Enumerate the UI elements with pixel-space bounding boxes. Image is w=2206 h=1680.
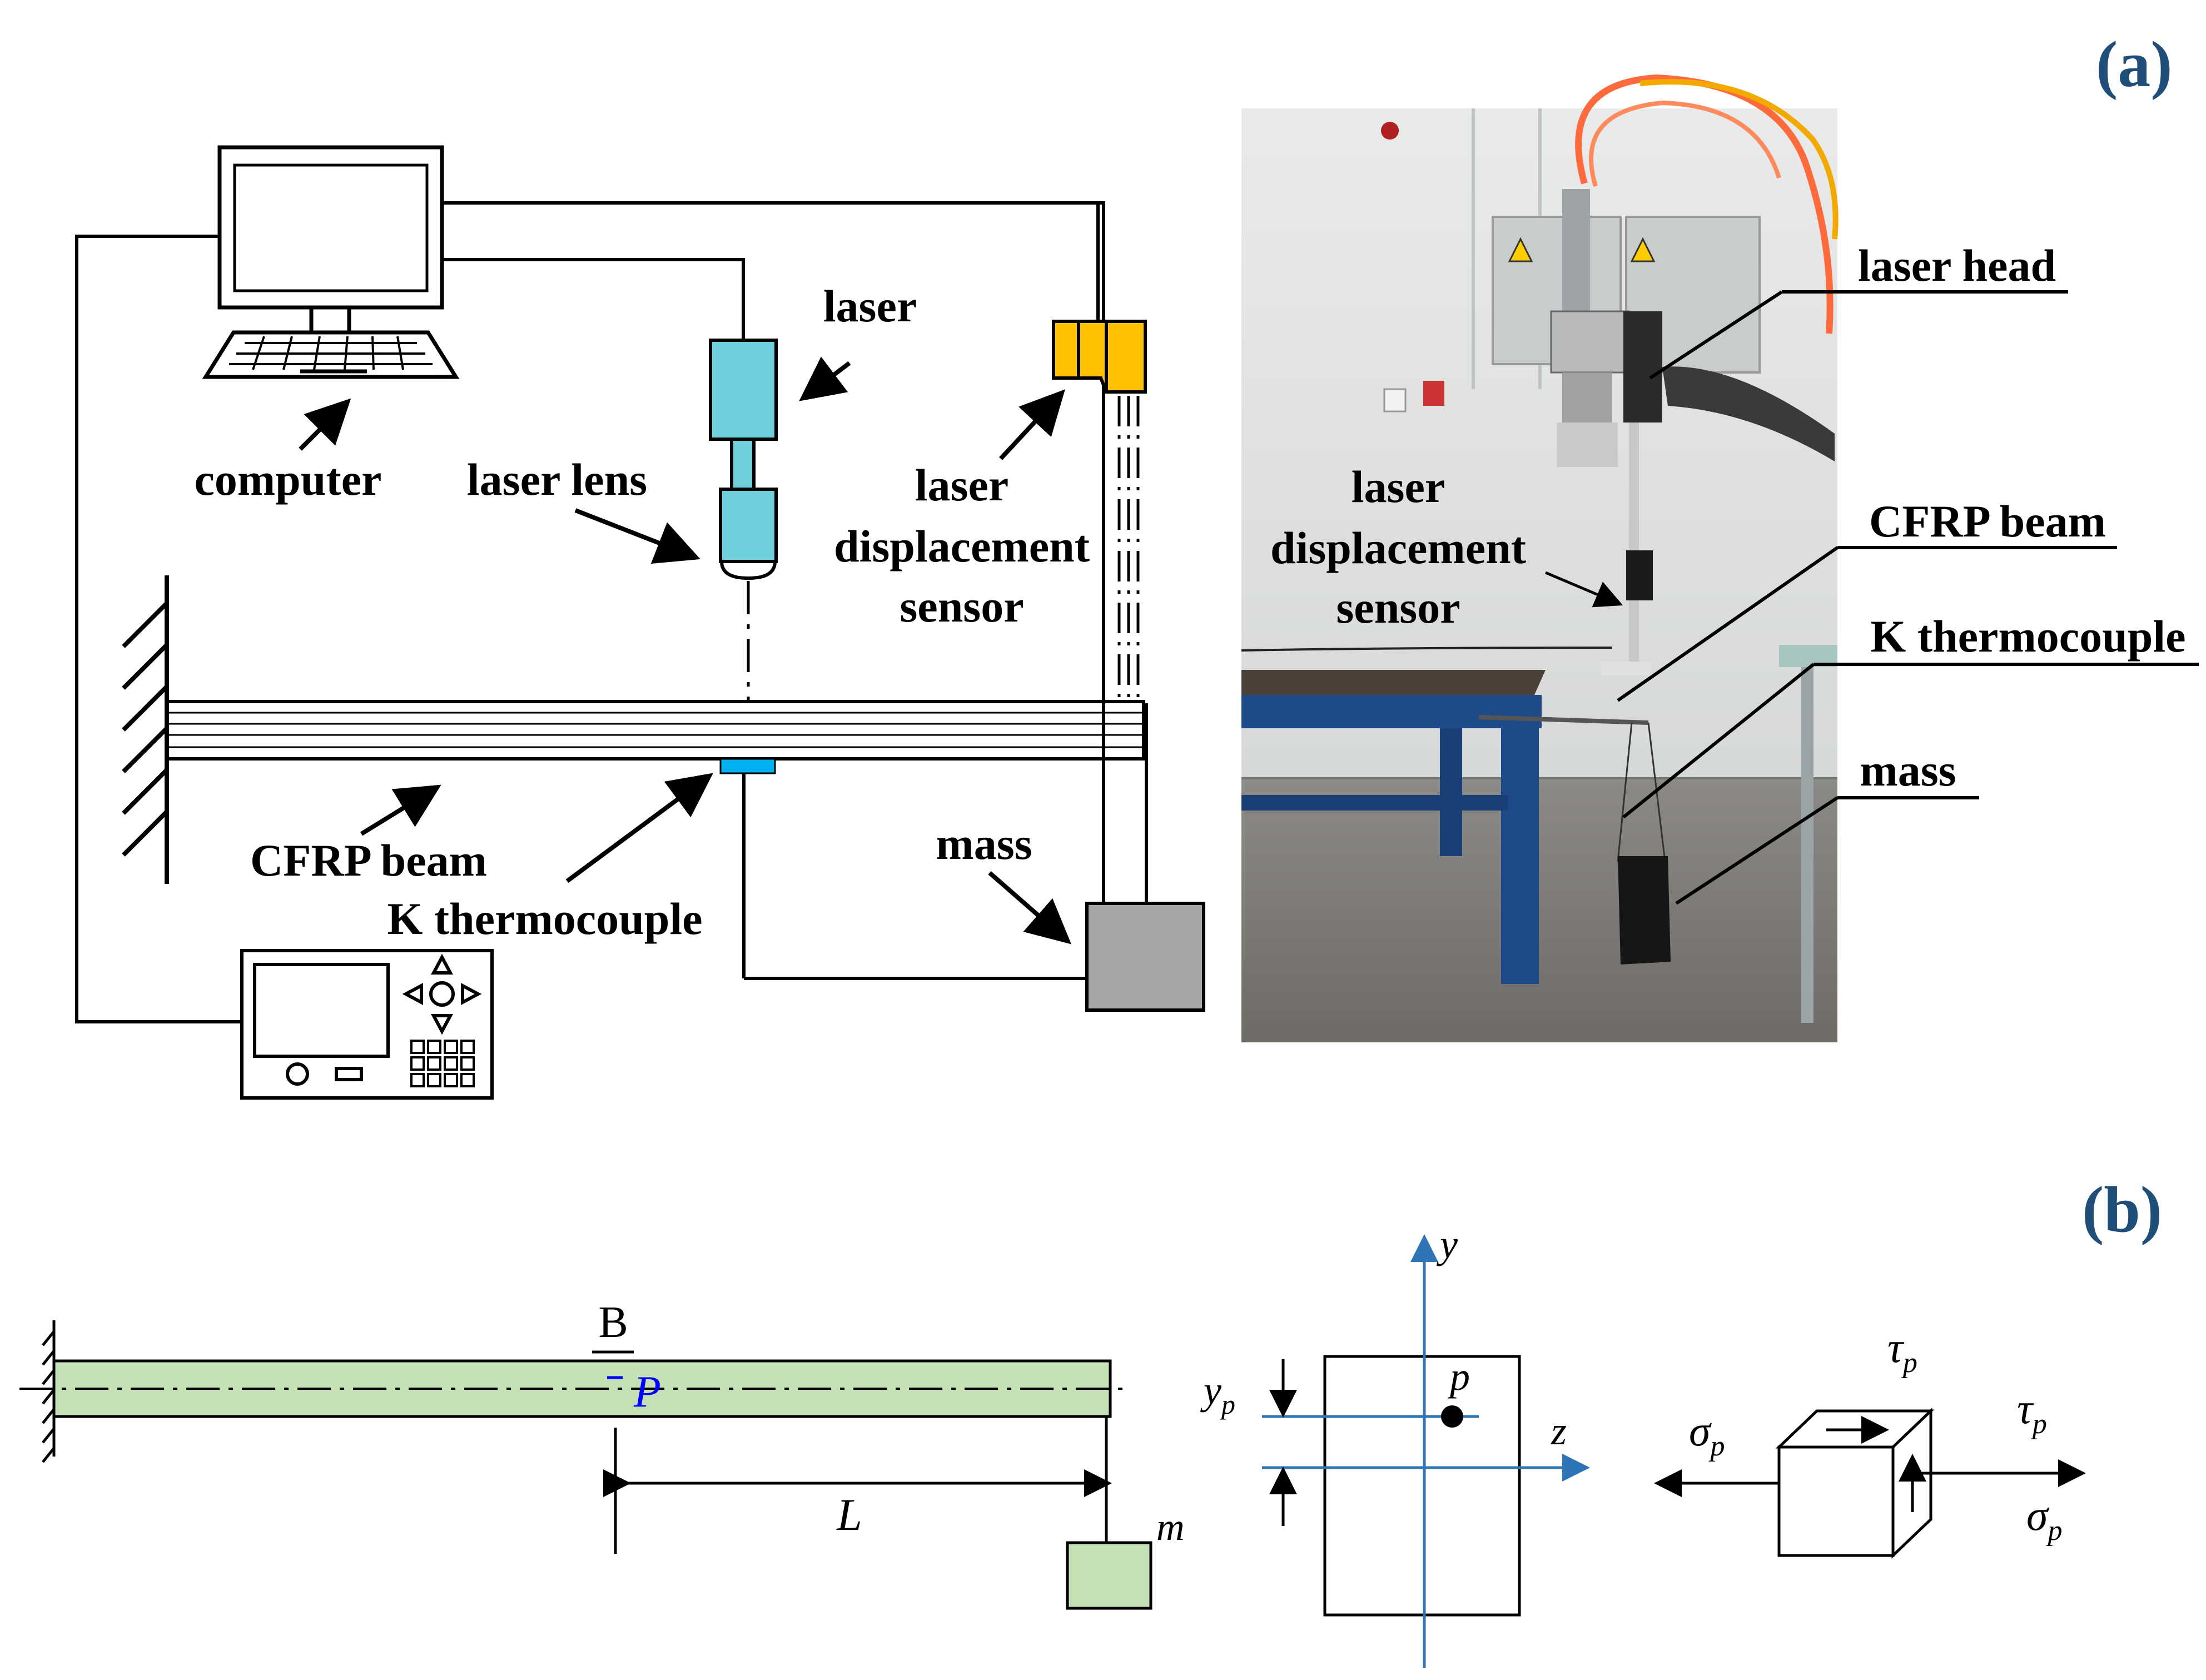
label-sigma-right: σp	[2026, 1491, 2062, 1547]
laser-head-icon	[709, 339, 778, 580]
label-laser-displacement-1: laser	[915, 460, 1008, 510]
label-laser: laser	[823, 281, 917, 331]
label-tau-top-base: τ	[1887, 1323, 1905, 1371]
label-point-P: P	[633, 1368, 661, 1416]
label-laser-displacement-3: sensor	[900, 581, 1023, 632]
photo-label-k-thermocouple: K thermocouple	[1870, 611, 2185, 662]
label-k-thermocouple: K thermocouple	[387, 893, 702, 944]
photo-label-mass: mass	[1860, 745, 1956, 796]
label-sigma-left: σp	[1689, 1406, 1725, 1462]
annotation-arrows	[299, 356, 1072, 945]
photo-label-laser-displacement-1: laser	[1352, 461, 1445, 512]
photo-label-laser-head: laser head	[1858, 240, 2056, 291]
cross-section	[1323, 1355, 1521, 1617]
label-sigma-right-sub: p	[2045, 1515, 2062, 1547]
label-yp-sub: p	[1220, 1389, 1235, 1420]
photo-label-cfrp-beam: CFRP beam	[1869, 496, 2106, 546]
sensor-beams	[1117, 396, 1140, 702]
k-thermocouple-icon	[719, 758, 776, 774]
label-laser-displacement-2: displacement	[834, 521, 1090, 571]
laser-displacement-sensor-icon	[1052, 320, 1147, 394]
label-axis-z: z	[1551, 1409, 1567, 1453]
label-tau-top-sub: p	[1901, 1347, 1917, 1379]
panel-b-tag: (b)	[2082, 1173, 2162, 1246]
label-sigma-right-base: σ	[2026, 1491, 2049, 1539]
label-tau-top: τp	[1887, 1323, 1917, 1379]
label-sigma-left-base: σ	[1689, 1406, 1712, 1455]
label-length-L: L	[836, 1489, 862, 1540]
cantilever-wall-icon	[42, 1320, 56, 1463]
label-axis-y: y	[1436, 1222, 1458, 1266]
label-tau-right: τp	[2017, 1384, 2047, 1440]
panel-a-tag: (a)	[2096, 28, 2173, 101]
label-yp: yp	[1200, 1368, 1235, 1420]
label-point-B: B	[598, 1298, 628, 1347]
mass-block	[1085, 902, 1205, 1012]
photo-label-laser-displacement-2: displacement	[1270, 523, 1526, 573]
label-point-p: p	[1447, 1354, 1470, 1399]
label-cfrp-beam: CFRP beam	[250, 835, 487, 886]
wires	[75, 201, 1148, 1023]
fixed-wall-icon	[122, 575, 169, 884]
stress-element	[1775, 1408, 1935, 1559]
label-computer: computer	[194, 454, 381, 505]
label-tau-right-base: τ	[2017, 1384, 2034, 1433]
label-mass-m: m	[1156, 1506, 1185, 1549]
label-tau-right-sub: p	[2030, 1408, 2047, 1440]
label-sigma-left-sub: p	[1708, 1430, 1725, 1462]
label-yp-base: y	[1200, 1368, 1221, 1413]
computer-icon	[202, 145, 460, 379]
data-logger-icon	[240, 949, 494, 1100]
point-p-dot	[1441, 1405, 1463, 1428]
photo-sensor-arrow	[1545, 571, 1623, 608]
experiment-photo	[1241, 74, 1839, 1042]
mass-block-model	[1066, 1541, 1152, 1610]
label-mass: mass	[936, 818, 1032, 869]
label-laser-lens: laser lens	[467, 454, 647, 505]
photo-annotation-lines	[1617, 290, 2199, 905]
photo-label-laser-displacement-3: sensor	[1336, 582, 1460, 633]
cfrp-beam	[165, 700, 1145, 761]
